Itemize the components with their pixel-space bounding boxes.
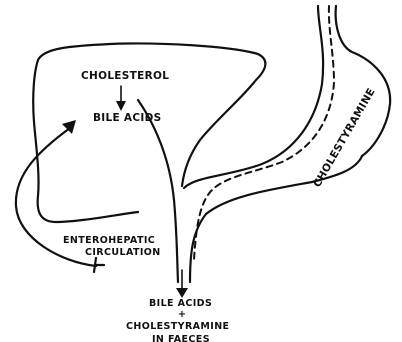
enterohepatic-label: ENTEROHEPATIC: [63, 235, 155, 246]
cholesterol-to-bile-arrow-head: [116, 101, 126, 111]
stomach-outer-wall: [184, 6, 323, 188]
excretion-arrow-head: [176, 288, 188, 298]
cholestyramine-path: [194, 6, 334, 260]
in-faeces-label: IN FAECES: [152, 334, 210, 342]
faeces-bile-acids-label: BILE ACIDS: [149, 298, 212, 309]
cholesterol-label: CHOLESTEROL: [81, 70, 169, 82]
faeces-cholestyramine-label: CHOLESTYRAMINE: [126, 321, 229, 332]
cholestyramine-label: CHOLESTYRAMINE: [311, 86, 378, 189]
bile-acids-label: BILE ACIDS: [93, 112, 161, 124]
circulation-label: CIRCULATION: [85, 247, 161, 258]
faeces-plus-label: +: [178, 309, 186, 320]
